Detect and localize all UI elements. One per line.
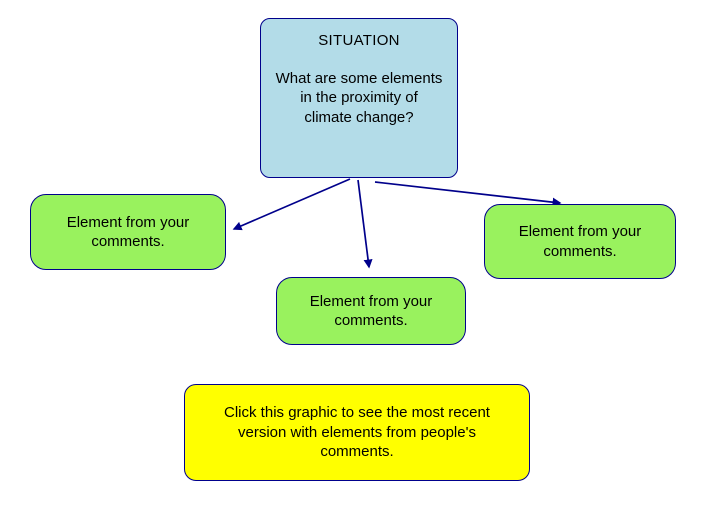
situation-box[interactable]: SITUATION What are some elements in the …	[260, 18, 458, 178]
element-box-middle[interactable]: Element from your comments.	[276, 277, 466, 345]
element-label: Element from your comments.	[66, 213, 190, 251]
element-label: Element from your comments.	[518, 223, 642, 260]
element-label: Element from your comments.	[309, 292, 433, 330]
arrow-to-middle-element	[357, 179, 373, 269]
situation-title: SITUATION	[318, 32, 400, 49]
arrow-to-left-element	[232, 178, 351, 231]
click-note-box[interactable]: Click this graphic to see the most recen…	[184, 384, 530, 481]
element-box-left[interactable]: Element from your comments.	[30, 194, 226, 270]
arrow-to-right-element	[374, 181, 562, 207]
click-note-text: Click this graphic to see the most recen…	[224, 404, 490, 461]
element-box-right[interactable]: Element from your comments.	[484, 204, 676, 279]
situation-question: What are some elements in the proximity …	[275, 69, 443, 126]
